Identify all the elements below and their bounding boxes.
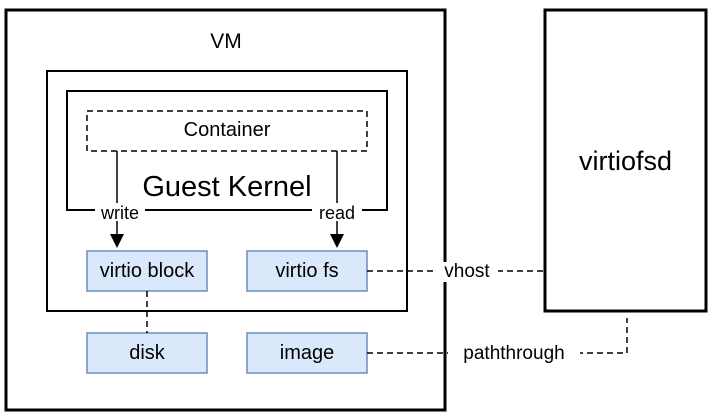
virtio-fs-label: virtio fs bbox=[275, 260, 339, 282]
virtiofsd-box bbox=[543, 8, 708, 313]
passthrough-edge bbox=[367, 318, 628, 354]
image-box bbox=[246, 332, 368, 374]
disk-label: disk bbox=[129, 342, 165, 364]
virtio-block-label: virtio block bbox=[99, 260, 195, 282]
image-label: image bbox=[279, 342, 335, 364]
passthrough-label: paththrough bbox=[463, 343, 565, 364]
disk-box bbox=[86, 332, 208, 374]
write-arrowhead bbox=[110, 234, 124, 248]
read-label: read bbox=[318, 203, 356, 223]
read-arrowhead bbox=[330, 234, 344, 248]
virtiofsd-label: virtiofsd bbox=[578, 146, 673, 176]
guest-kernel-label: Guest Kernel bbox=[142, 171, 312, 203]
container-box bbox=[86, 110, 368, 152]
guest-kernel-box bbox=[66, 90, 388, 211]
container-label: Container bbox=[183, 119, 271, 141]
vhost-label: vhost bbox=[444, 261, 490, 282]
virtio-fs-box bbox=[246, 250, 368, 292]
write-label: write bbox=[100, 203, 139, 223]
vm-label: VM bbox=[210, 30, 242, 53]
vm-inner-box bbox=[46, 70, 408, 312]
